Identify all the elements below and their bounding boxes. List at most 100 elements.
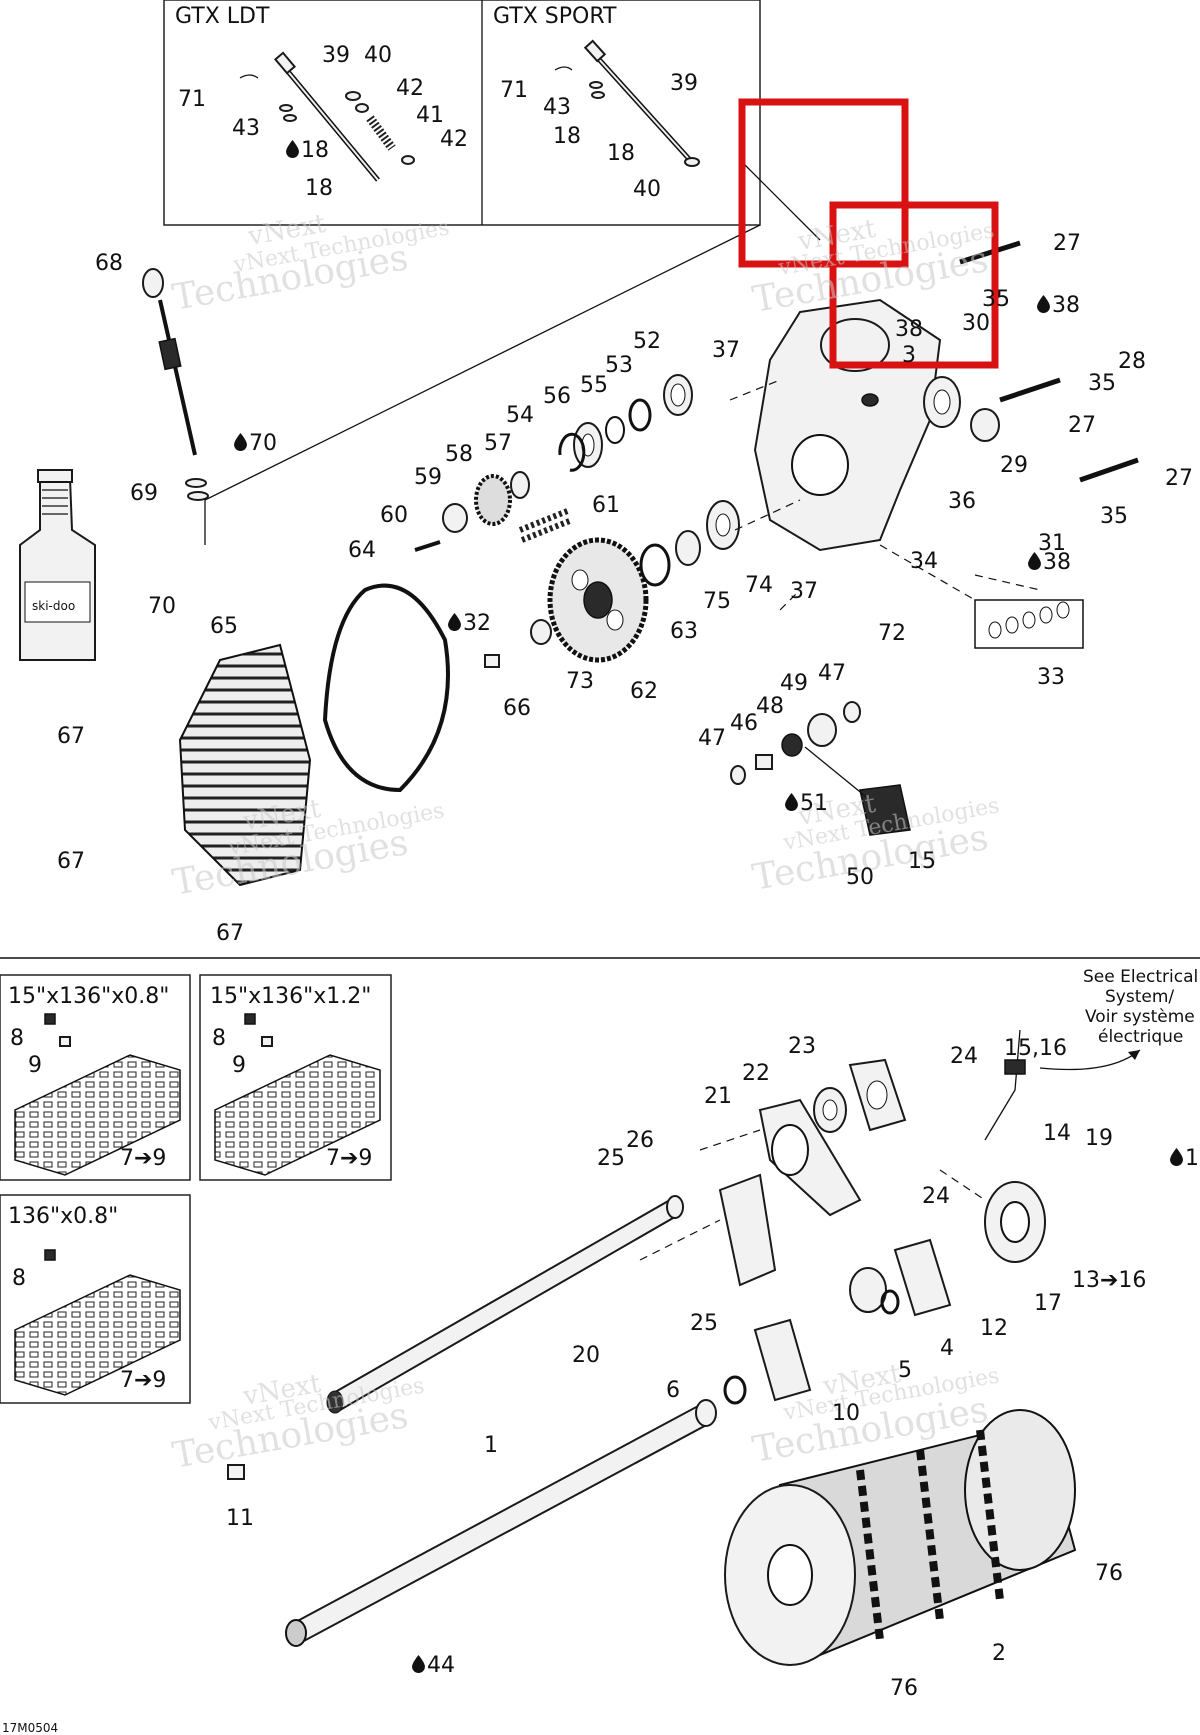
callout-c71: 9 (28, 1053, 42, 1078)
leader-inset (739, 159, 821, 241)
track-inset-panels: 15"x136"x0.8" 15"x136"x1.2" 136"x0.8" (0, 974, 392, 1404)
callout-c51: 63 (670, 619, 698, 644)
callout-c39: 54 (506, 403, 534, 428)
plate-12 (893, 1238, 952, 1317)
ring-55 (605, 416, 625, 444)
track-panel-2 (199, 974, 392, 1181)
plate-10 (753, 1318, 812, 1402)
callout-c31: 34 (910, 549, 938, 574)
callout-c63: 47 (698, 726, 726, 751)
callout-c43: 60 (380, 503, 408, 528)
callout-c4: 42 (396, 76, 424, 101)
track-title-3: 136"x0.8" (8, 1204, 118, 1229)
lubricant-drop-icon (1037, 295, 1050, 313)
assembly-guide-line (204, 224, 761, 545)
callout-c27: 36 (948, 489, 976, 514)
highlight-box-2 (829, 201, 999, 369)
track-title-1: 15"x136"x0.8" (8, 984, 169, 1009)
large-sprocket-62 (547, 537, 649, 663)
spacer-75 (675, 530, 701, 566)
callout-c32: 33 (1037, 665, 1065, 690)
callout-c81: 24 (950, 1044, 978, 1069)
bolts-27 (959, 240, 1139, 483)
callout-c67: 67 (57, 724, 85, 749)
callout-c83: 21 (704, 1084, 732, 1109)
callout-c93: 25 (690, 1311, 718, 1336)
callout-c57: 66 (503, 696, 531, 721)
callout-c5: 41 (416, 103, 444, 128)
callout-c64: 51 (800, 791, 828, 816)
upper-drive-shaft (326, 1195, 684, 1414)
track-panel-1 (0, 974, 191, 1181)
track-section-1 (14, 1054, 181, 1176)
panel-title-gtx-ldt: GTX LDT (175, 4, 270, 29)
callout-c75: 7➔9 (326, 1146, 372, 1171)
callout-c58: 65 (210, 614, 238, 639)
callout-c76: 8 (12, 1266, 26, 1291)
mount-bracket-25 (718, 1173, 777, 1287)
spacer-73 (530, 619, 552, 645)
callout-c73: 8 (212, 1026, 226, 1051)
circlip-54 (558, 432, 586, 472)
callout-c61: 48 (756, 694, 784, 719)
callout-c98: 1 (484, 1433, 498, 1458)
callout-c7: 42 (440, 127, 468, 152)
callout-c65: 15 (908, 849, 936, 874)
callout-c62: 46 (730, 711, 758, 736)
callout-c74: 9 (232, 1053, 246, 1078)
lubricant-drop-icon (785, 793, 798, 811)
panel-title-gtx-sport: GTX SPORT (493, 4, 617, 29)
callout-c3: 71 (178, 87, 206, 112)
axle-leaders (639, 1129, 986, 1261)
callout-c55: 73 (566, 669, 594, 694)
callout-c38: 55 (580, 373, 608, 398)
bearing-52 (663, 374, 693, 416)
callout-c97: 10 (832, 1401, 860, 1426)
gtx-sport-shift-rod (554, 39, 700, 167)
lubricant-drop-icon (286, 140, 299, 158)
callout-c8: 18 (301, 138, 329, 163)
bolt-60 (414, 540, 441, 552)
bolt-66 (484, 654, 500, 668)
lower-drive-shaft (285, 1399, 717, 1647)
callout-c99: 11 (226, 1506, 254, 1531)
speed-sensor-hub (984, 1029, 1046, 1263)
callout-c96: 6 (666, 1378, 680, 1403)
callout-c22: 28 (1118, 349, 1146, 374)
callout-c53: 70 (148, 594, 176, 619)
callout-c25: 29 (1000, 453, 1028, 478)
callout-c69: 67 (216, 921, 244, 946)
callout-c94: 20 (572, 1343, 600, 1368)
chaincase-leaders (729, 379, 1041, 801)
callout-c10: 71 (500, 78, 528, 103)
track-title-2: 15"x136"x1.2" (210, 984, 371, 1009)
callout-c30: 38 (1043, 550, 1071, 575)
callout-c1: 39 (322, 43, 350, 68)
callout-c102: 44 (427, 1653, 455, 1678)
callout-c92: 4 (940, 1336, 954, 1361)
callout-c89: 13➔16 (1072, 1268, 1146, 1293)
gtx-ldt-shift-rod (239, 51, 415, 182)
callout-c70: 8 (10, 1026, 24, 1051)
electrical-note-2: System/ (1105, 987, 1174, 1007)
lubricant-drop-icon (412, 1655, 425, 1673)
callout-c101: 2 (992, 1641, 1006, 1666)
callout-c47: 64 (348, 538, 376, 563)
callout-c79: 14 (1043, 1121, 1071, 1146)
callout-c88: 18 (1185, 1146, 1200, 1171)
callout-c36: 53 (605, 353, 633, 378)
tensioner-59 (442, 503, 468, 533)
track-section-3 (14, 1274, 181, 1396)
callout-c6: 43 (232, 116, 260, 141)
callout-c9: 18 (305, 176, 333, 201)
highlight-box-1 (738, 98, 909, 268)
callout-c87: 19 (1085, 1126, 1113, 1151)
callout-c103: 76 (890, 1676, 918, 1701)
callout-c60: 49 (780, 671, 808, 696)
chain-61 (518, 507, 574, 543)
callout-c40: 58 (445, 442, 473, 467)
callout-c37: 56 (543, 384, 571, 409)
callout-c91: 12 (980, 1316, 1008, 1341)
callout-c52: 72 (878, 621, 906, 646)
